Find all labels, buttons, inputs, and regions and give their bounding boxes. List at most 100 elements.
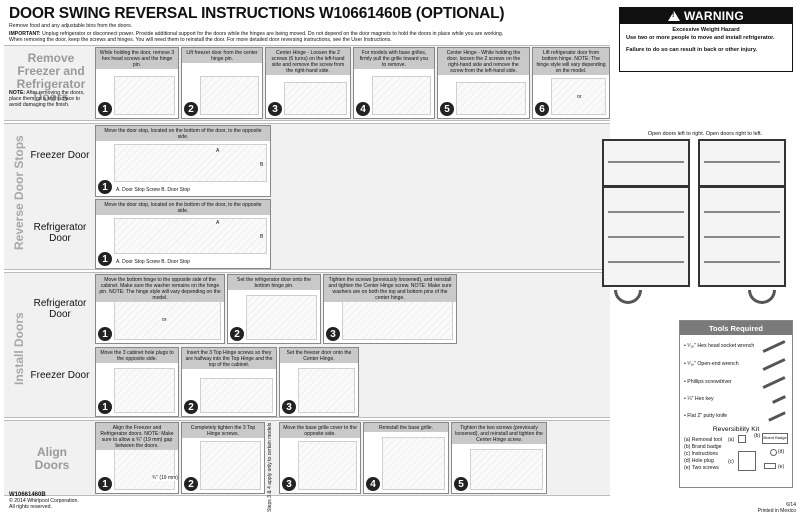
fridge-caption: Open doors left to right. Open doors rig…: [647, 131, 763, 137]
step-number: 1: [98, 180, 112, 194]
keep-screws-line: When removing the door, keep the screws …: [9, 37, 392, 43]
tool-item: • ⁵⁄₁₆" Open-end wrench: [684, 361, 739, 367]
tool-item: • ⁵⁄₁₆" Hex head socket wrench: [684, 343, 755, 349]
part-number: W10661460B: [9, 492, 46, 498]
install-fridge-label: Refrigerator Door: [33, 298, 87, 320]
step-caption: While holding the door, remove 3 hex hea…: [96, 48, 178, 69]
tools-panel: Tools Required • ⁵⁄₁₆" Hex head socket w…: [679, 320, 793, 488]
step-caption: Lift freezer door from the center hinge …: [182, 48, 262, 63]
step-number: 2: [230, 327, 244, 341]
kit-item: (c) Instructions: [684, 451, 719, 457]
page-title: DOOR SWING REVERSAL INSTRUCTIONS W106614…: [9, 5, 505, 22]
models-note-text: Steps 3 & 4 apply only to certain models: [267, 422, 273, 512]
remove-step-3: Center Hinge - Loosen the 2 screws (6 tu…: [265, 47, 351, 119]
important-line: IMPORTANT: Unplug refrigerator or discon…: [9, 31, 503, 37]
footer-left: W10661460B © 2014 Whirlpool Corporation.…: [9, 492, 79, 510]
tool-item: • ¼" Hex key: [684, 396, 714, 402]
step-illustration: [298, 368, 355, 413]
step-caption: Center Hinge - While holding the door, l…: [438, 48, 529, 75]
tool-item: • Flat 2" putty knife: [684, 413, 728, 419]
step-number: 1: [98, 400, 112, 414]
step-illustration: [551, 78, 606, 115]
rotate-arrow-icon: [748, 290, 776, 304]
align-step-1: Align the Freezer and Refrigerator doors…: [95, 422, 179, 494]
important-label: IMPORTANT:: [9, 31, 41, 37]
important-text: Unplug refrigerator or disconnect power.…: [40, 31, 504, 37]
step-number: 3: [268, 102, 282, 116]
kit-item: (e) Two screws: [684, 465, 719, 471]
models-note: Steps 3 & 4 apply only to certain models: [267, 422, 277, 514]
step-illustration: [114, 301, 221, 340]
step-caption: Tighten the two screws (previously loose…: [452, 423, 546, 444]
step-illustration: [200, 76, 259, 115]
step-caption: Move the door stop, located on the botto…: [96, 126, 270, 141]
step-number: 5: [440, 102, 454, 116]
kit-mark-c: (c): [728, 459, 734, 465]
marker-b: B: [260, 234, 264, 240]
step-number: 1: [98, 327, 112, 341]
step-illustration: [200, 378, 273, 413]
step-caption: Lift refrigerator door from bottom hinge…: [533, 48, 609, 75]
marker-a: A: [216, 220, 220, 226]
warning-subtitle: Excessive Weight Hazard: [672, 27, 740, 33]
align-step-4: Reinstall the base grille. 4: [363, 422, 449, 494]
open-end-wrench-icon: [762, 358, 786, 371]
reverse-freezer-step-1: Move the door stop, located on the botto…: [95, 125, 271, 197]
gap-label: ¾" (19 mm): [152, 475, 178, 481]
remove-step-2: Lift freezer door from the center hinge …: [181, 47, 263, 119]
remove-step-6: Lift refrigerator door from bottom hinge…: [532, 47, 610, 119]
step-illustration: [114, 218, 267, 254]
hex-key-icon: [772, 395, 786, 404]
removal-tool-icon: [738, 435, 746, 443]
hole-plug-icon: [770, 449, 777, 456]
socket-wrench-icon: [762, 340, 786, 353]
warning-line-1: Use two or more people to move and insta…: [626, 35, 775, 41]
install-fridge-step-1: Move the bottom hinge to the opposite si…: [95, 274, 225, 344]
install-section-label: Install Doors: [12, 312, 26, 385]
reverse-section-label: Reverse Door Stops: [12, 135, 26, 250]
step-caption: Move the base grille cover to the opposi…: [280, 423, 360, 438]
kit-mark-a: (a): [728, 437, 735, 443]
rights: All rights reserved.: [9, 504, 52, 510]
step-number: 1: [98, 477, 112, 491]
remove-step-1: While holding the door, remove 3 hex hea…: [95, 47, 179, 119]
kit-item: (d) Hole plug: [684, 458, 714, 464]
printed-in: Printed in Mexico: [757, 507, 796, 514]
step-illustration: [200, 441, 261, 490]
step-caption: Move the bottom hinge to the opposite si…: [96, 275, 224, 302]
step-caption: Move the 3 cabinet hole plugs to the opp…: [96, 348, 178, 363]
kit-mark-b: (b): [754, 433, 761, 439]
fridge-right-illustration: [698, 139, 786, 287]
step-illustration: [382, 437, 445, 490]
remove-step-4: For models with base grilles, firmly pul…: [353, 47, 435, 119]
step-illustration: [114, 144, 267, 182]
step-illustration: [372, 76, 431, 115]
step-caption: For models with base grilles, firmly pul…: [354, 48, 434, 69]
instructions-icon: [738, 451, 756, 471]
step-illustration: [470, 449, 543, 490]
tools-title: Tools Required: [680, 321, 792, 335]
step-illustration: [114, 449, 175, 490]
kit-item: (b) Brand badge: [684, 444, 722, 450]
remove-step-5: Center Hinge - While holding the door, l…: [437, 47, 530, 119]
reverse-fridge-step-1: Move the door stop, located on the botto…: [95, 199, 271, 269]
rotate-arrow-icon: [614, 290, 642, 304]
step-caption: Completely tighten the 3 Top Hinge screw…: [182, 423, 264, 438]
warning-line-2: Failure to do so can result in back or o…: [626, 46, 758, 53]
step-number: 6: [535, 102, 549, 116]
brand-badge-icon: Brand Badge: [762, 433, 788, 444]
step-number: 4: [356, 102, 370, 116]
screwdriver-icon: [762, 376, 786, 389]
install-freezer-label: Freezer Door: [30, 370, 90, 381]
step-caption: Center Hinge - Loosen the 2 screws (6 tu…: [266, 48, 350, 75]
align-step-2: Completely tighten the 3 Top Hinge screw…: [181, 422, 265, 494]
step-caption: Tighten the screws (previously loosened)…: [324, 275, 456, 302]
warning-header: ! WARNING: [620, 8, 792, 24]
install-freezer-step-3: Set the freezer door onto the Center Hin…: [279, 347, 359, 417]
align-step-3: Move the base grille cover to the opposi…: [279, 422, 361, 494]
reverse-freezer-label: Freezer Door: [30, 150, 90, 161]
step-illustration: [456, 82, 526, 115]
step-number: 3: [326, 327, 340, 341]
step-number: 4: [366, 477, 380, 491]
warning-triangle-icon: !: [667, 11, 680, 21]
